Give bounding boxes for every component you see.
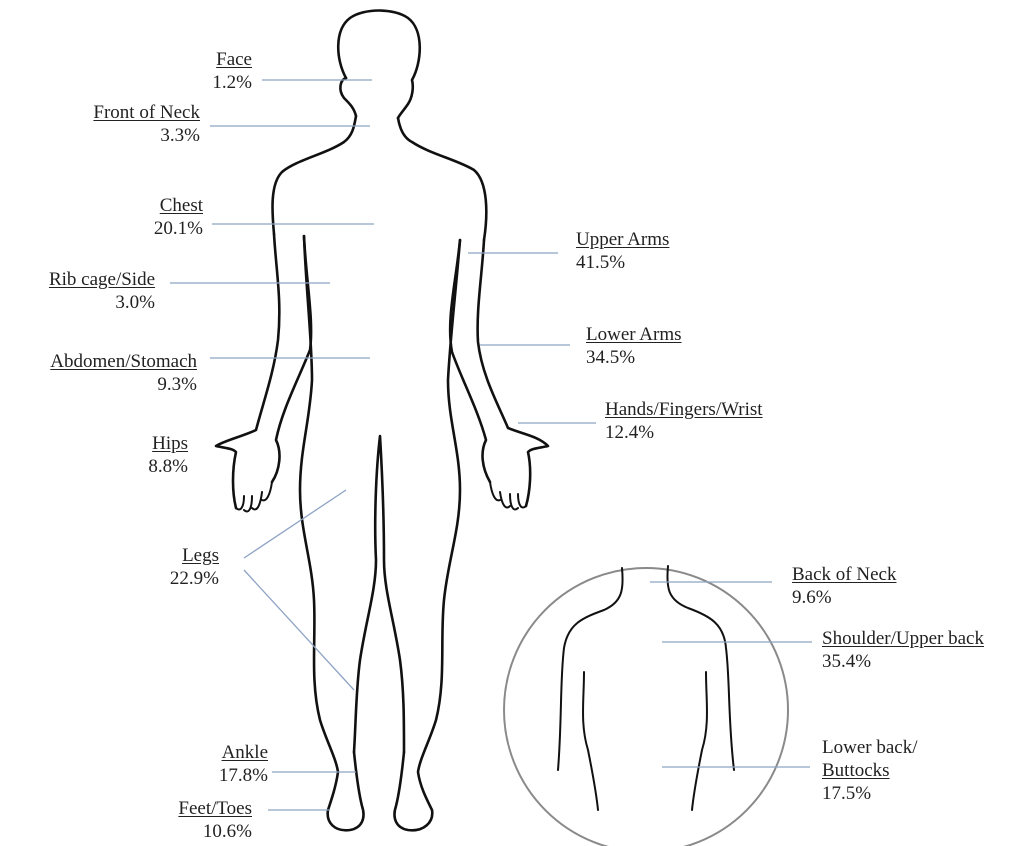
label-shoulder-name: Shoulder/Upper back: [822, 627, 984, 650]
label-face: Face 1.2%: [212, 48, 252, 94]
label-feet: Feet/Toes 10.6%: [178, 797, 252, 843]
label-rib-cage-name: Rib cage/Side: [49, 268, 155, 291]
label-back-neck-pct: 9.6%: [792, 586, 896, 609]
leader-legs-lower: [244, 570, 354, 690]
label-upper-arms-name: Upper Arms: [576, 228, 669, 251]
label-shoulder: Shoulder/Upper back 35.4%: [822, 627, 984, 673]
label-abdomen: Abdomen/Stomach 9.3%: [50, 350, 197, 396]
back-view-inset: [504, 566, 788, 846]
label-face-name: Face: [212, 48, 252, 71]
label-lower-arms: Lower Arms 34.5%: [586, 323, 682, 369]
label-chest-pct: 20.1%: [154, 217, 203, 240]
label-hands: Hands/Fingers/Wrist 12.4%: [605, 398, 763, 444]
label-front-neck-name: Front of Neck: [93, 101, 200, 124]
label-abdomen-pct: 9.3%: [50, 373, 197, 396]
leader-lines: [170, 80, 812, 810]
label-legs: Legs 22.9%: [170, 544, 219, 590]
label-abdomen-name: Abdomen/Stomach: [50, 350, 197, 373]
label-rib-cage-pct: 3.0%: [49, 291, 155, 314]
front-body-outline: [216, 11, 548, 831]
label-upper-arms-pct: 41.5%: [576, 251, 669, 274]
label-shoulder-pct: 35.4%: [822, 650, 984, 673]
label-legs-pct: 22.9%: [170, 567, 219, 590]
label-chest-name: Chest: [154, 194, 203, 217]
label-lower-back-name2: Buttocks: [822, 759, 917, 782]
label-face-pct: 1.2%: [212, 71, 252, 94]
label-hands-pct: 12.4%: [605, 421, 763, 444]
label-hips-pct: 8.8%: [148, 455, 188, 478]
label-lower-back: Lower back/ Buttocks 17.5%: [822, 736, 917, 805]
label-front-neck: Front of Neck 3.3%: [93, 101, 200, 147]
label-hips: Hips 8.8%: [148, 432, 188, 478]
label-ankle: Ankle 17.8%: [219, 741, 268, 787]
label-lower-back-name: Lower back/: [822, 736, 917, 759]
label-hips-name: Hips: [148, 432, 188, 455]
label-chest: Chest 20.1%: [154, 194, 203, 240]
label-lower-arms-name: Lower Arms: [586, 323, 682, 346]
leader-legs-upper: [244, 490, 346, 558]
label-feet-pct: 10.6%: [178, 820, 252, 843]
label-lower-back-pct: 17.5%: [822, 782, 917, 805]
label-front-neck-pct: 3.3%: [93, 124, 200, 147]
label-ankle-name: Ankle: [219, 741, 268, 764]
label-ankle-pct: 17.8%: [219, 764, 268, 787]
label-back-neck-name: Back of Neck: [792, 563, 896, 586]
label-hands-name: Hands/Fingers/Wrist: [605, 398, 763, 421]
label-back-neck: Back of Neck 9.6%: [792, 563, 896, 609]
label-lower-arms-pct: 34.5%: [586, 346, 682, 369]
label-feet-name: Feet/Toes: [178, 797, 252, 820]
label-legs-name: Legs: [170, 544, 219, 567]
label-rib-cage: Rib cage/Side 3.0%: [49, 268, 155, 314]
label-upper-arms: Upper Arms 41.5%: [576, 228, 669, 274]
